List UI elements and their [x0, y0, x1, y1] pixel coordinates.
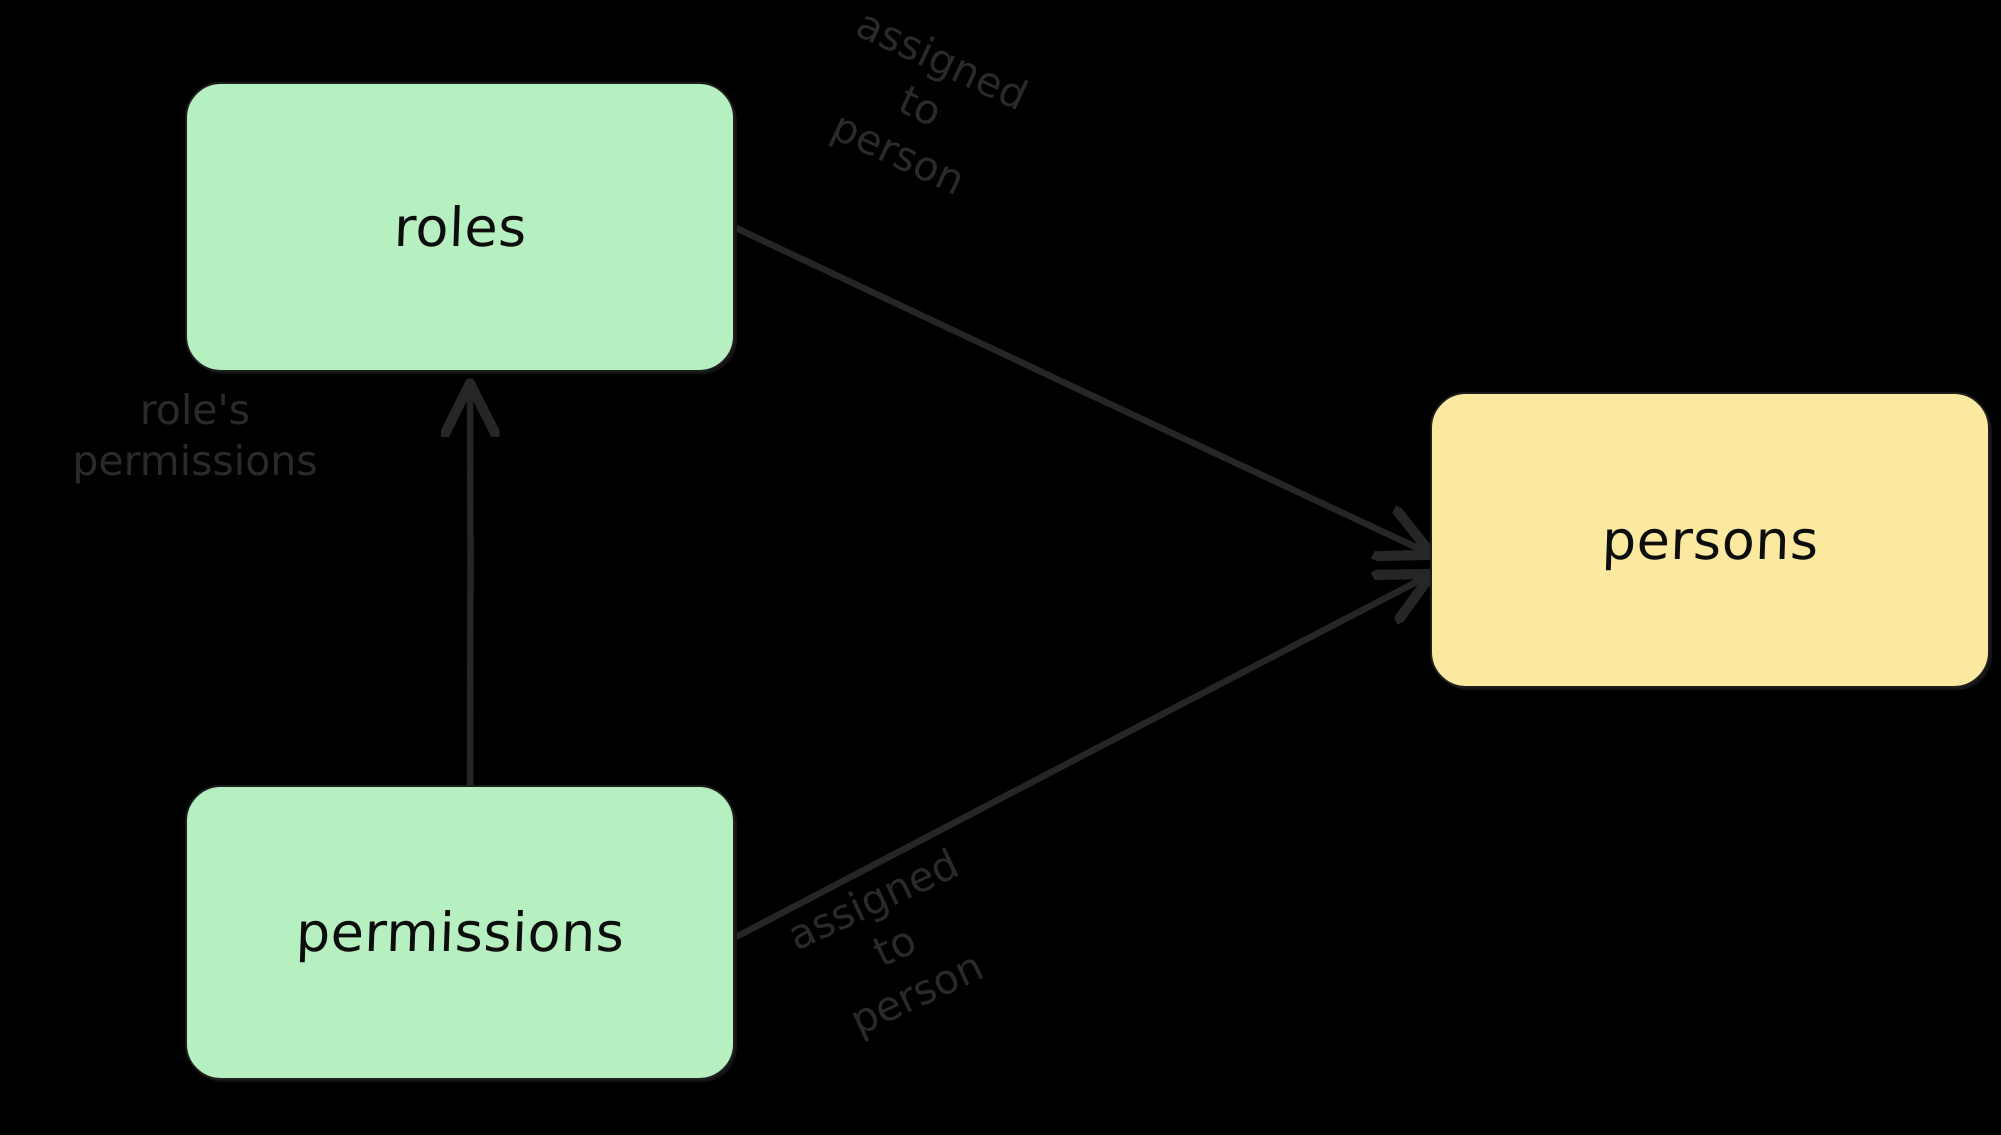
edge-label-permissions-to-roles: role's permissions: [72, 386, 318, 486]
node-persons[interactable]: persons: [1430, 392, 1990, 688]
edge-label-permissions-to-persons: assigned to person: [780, 839, 991, 1045]
node-permissions[interactable]: permissions: [185, 785, 735, 1080]
node-roles-label: roles: [392, 195, 528, 259]
edge-permissions-to-persons: [732, 578, 1424, 941]
node-persons-label: persons: [1600, 508, 1820, 572]
node-permissions-label: permissions: [294, 901, 626, 964]
edge-permissions-to-roles: [470, 392, 471, 790]
edge-roles-to-persons: [732, 224, 1424, 551]
node-roles[interactable]: roles: [185, 82, 735, 372]
edge-label-roles-to-persons: assigned to person: [824, 0, 1035, 205]
